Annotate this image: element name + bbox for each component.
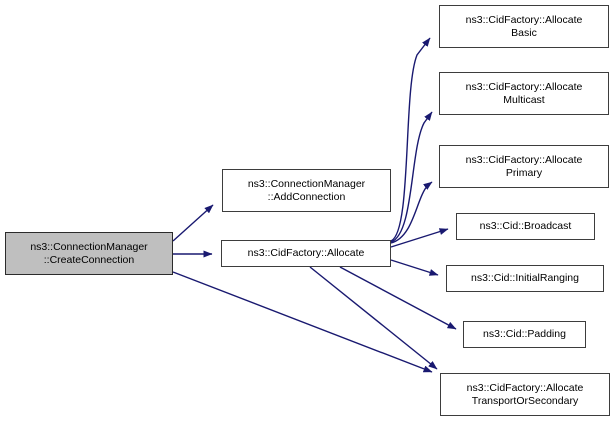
node-cid-padding[interactable]: ns3::Cid::Padding [463, 321, 586, 348]
node-allocate-primary[interactable]: ns3::CidFactory::Allocate Primary [439, 145, 609, 188]
node-allocate-transport-or-secondary[interactable]: ns3::CidFactory::Allocate TransportOrSec… [440, 373, 610, 416]
edge-create-connection-to-transport-or-secondary [172, 271, 433, 373]
node-allocate-basic[interactable]: ns3::CidFactory::Allocate Basic [439, 5, 609, 48]
edge-allocate-to-cid-broadcast [390, 228, 449, 248]
edge-allocate-to-transport-or-secondary [309, 266, 438, 370]
node-label: ns3::ConnectionManager ::AddConnection [247, 177, 366, 203]
node-label: ns3::CidFactory::Allocate TransportOrSec… [466, 381, 584, 407]
node-label: ns3::Cid::InitialRanging [471, 272, 579, 284]
edge-allocate-to-allocate-basic [390, 37, 431, 242]
edge-allocate-to-allocate-multicast [390, 111, 433, 243]
node-label: ns3::Cid::Padding [483, 328, 566, 340]
node-label: ns3::ConnectionManager ::CreateConnectio… [30, 240, 148, 266]
edge-allocate-to-cid-initial-ranging [390, 259, 439, 276]
node-create-connection[interactable]: ns3::ConnectionManager ::CreateConnectio… [5, 232, 173, 275]
node-cid-factory-allocate[interactable]: ns3::CidFactory::Allocate [221, 240, 391, 267]
node-allocate-multicast[interactable]: ns3::CidFactory::Allocate Multicast [439, 72, 609, 115]
node-cid-broadcast[interactable]: ns3::Cid::Broadcast [456, 213, 595, 240]
edge-allocate-to-allocate-primary [390, 181, 433, 244]
node-label: ns3::CidFactory::Allocate Basic [465, 13, 583, 39]
node-cid-initial-ranging[interactable]: ns3::Cid::InitialRanging [446, 265, 604, 292]
edge-create-connection-to-add-connection [172, 204, 214, 242]
node-label: ns3::CidFactory::Allocate Primary [465, 153, 583, 179]
node-label: ns3::CidFactory::Allocate Multicast [465, 80, 583, 106]
node-label: ns3::CidFactory::Allocate [247, 247, 365, 259]
node-add-connection[interactable]: ns3::ConnectionManager ::AddConnection [222, 169, 391, 212]
node-label: ns3::Cid::Broadcast [479, 220, 572, 232]
edge-allocate-to-cid-padding [339, 266, 457, 330]
